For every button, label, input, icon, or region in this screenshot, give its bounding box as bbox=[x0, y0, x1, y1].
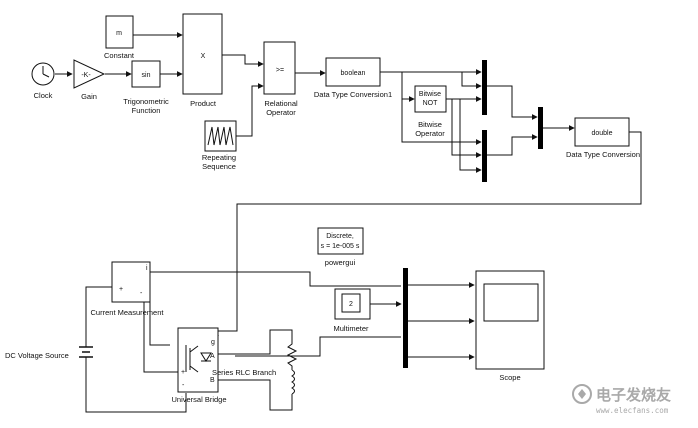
trig-label-line1: Trigonometric bbox=[123, 97, 169, 106]
relational-symbol: >= bbox=[276, 67, 284, 74]
mux2-bar[interactable] bbox=[482, 130, 487, 182]
watermark-main: 电子发烧友 bbox=[596, 386, 671, 404]
repeating-label-line1: Repeating bbox=[202, 153, 236, 162]
repeating-label-line2: Sequence bbox=[202, 162, 236, 171]
product-label: Product bbox=[190, 99, 217, 108]
mux3-bar[interactable] bbox=[538, 107, 543, 149]
mux4-bar[interactable] bbox=[403, 268, 408, 368]
trig-label-line2: Function bbox=[132, 106, 161, 115]
power-lines bbox=[85, 271, 475, 413]
dtc-value: double bbox=[591, 130, 612, 137]
bridge-a: A bbox=[210, 353, 215, 360]
multimeter-label: Multimeter bbox=[333, 324, 369, 333]
cm-minus: - bbox=[140, 290, 143, 297]
powergui-line1: Discrete, bbox=[326, 233, 354, 240]
powergui-line2: s = 1e-005 s bbox=[321, 243, 360, 250]
scope-block[interactable]: Scope bbox=[475, 270, 545, 382]
sawtooth-icon bbox=[207, 126, 234, 146]
dc-voltage-source-block[interactable]: DC Voltage Source bbox=[5, 346, 93, 360]
bridge-g: g bbox=[211, 339, 215, 346]
dtc1-label: Data Type Conversion1 bbox=[314, 90, 392, 99]
bridge-plus: + bbox=[181, 369, 185, 376]
constant-block[interactable]: m Constant bbox=[104, 15, 135, 60]
multimeter-block[interactable]: 2 Multimeter bbox=[333, 288, 371, 333]
bridge-b: B bbox=[210, 377, 215, 384]
product-symbol: X bbox=[201, 53, 206, 60]
clock-block[interactable]: Clock bbox=[31, 62, 55, 100]
constant-value: m bbox=[116, 30, 122, 37]
signal-lines bbox=[55, 32, 642, 341]
dc-source-label: DC Voltage Source bbox=[5, 351, 69, 360]
relational-label-line2: Operator bbox=[266, 108, 296, 117]
bitwise-label-line1: Bitwise bbox=[418, 120, 442, 129]
bitwise-text-line2: NOT bbox=[423, 100, 439, 107]
relational-operator-block[interactable]: >= Relational Operator bbox=[263, 41, 298, 117]
relational-label-line1: Relational bbox=[264, 99, 298, 108]
bridge-minus: - bbox=[182, 382, 185, 389]
trig-function-block[interactable]: sin Trigonometric Function bbox=[123, 60, 169, 115]
gain-label: Gain bbox=[81, 92, 97, 101]
cm-label: Current Measurement bbox=[91, 308, 165, 317]
mux1-bar[interactable] bbox=[482, 60, 487, 115]
gain-block[interactable]: -K- Gain bbox=[73, 59, 106, 101]
current-measurement-block[interactable]: + - i Current Measurement bbox=[91, 261, 165, 317]
series-rlc-branch-block[interactable]: Series RLC Branch bbox=[212, 340, 298, 400]
repeating-sequence-block[interactable]: Repeating Sequence bbox=[202, 120, 237, 171]
rlc-label: Series RLC Branch bbox=[212, 368, 276, 377]
trig-value: sin bbox=[142, 72, 151, 79]
powergui-label: powergui bbox=[325, 258, 356, 267]
dtc1-block[interactable]: boolean Data Type Conversion1 bbox=[314, 57, 392, 99]
resistor-icon bbox=[286, 340, 298, 370]
multimeter-value: 2 bbox=[349, 301, 353, 308]
universal-bridge-block[interactable]: g A B + - Universal Bridge bbox=[171, 327, 227, 404]
constant-label: Constant bbox=[104, 51, 135, 60]
bitwise-operator-block[interactable]: Bitwise NOT Bitwise Operator bbox=[414, 85, 447, 138]
watermark-logo-icon bbox=[572, 384, 592, 404]
inductor-icon bbox=[291, 369, 295, 395]
bitwise-label-line2: Operator bbox=[415, 129, 445, 138]
cm-plus: + bbox=[119, 286, 123, 293]
dtc-label: Data Type Conversion bbox=[566, 150, 640, 159]
clock-label: Clock bbox=[34, 91, 53, 100]
gain-value: -K- bbox=[81, 72, 91, 79]
bridge-label: Universal Bridge bbox=[171, 395, 226, 404]
dtc1-value: boolean bbox=[341, 70, 366, 77]
powergui-block[interactable]: Discrete, s = 1e-005 s powergui bbox=[317, 227, 364, 267]
dtc-block[interactable]: double Data Type Conversion bbox=[566, 117, 640, 159]
cm-port-i: i bbox=[146, 265, 148, 272]
scope-label: Scope bbox=[499, 373, 520, 382]
product-block[interactable]: X Product bbox=[182, 13, 223, 108]
watermark-url: www.elecfans.com bbox=[596, 406, 669, 415]
watermark: 电子发烧友 www.elecfans.com bbox=[572, 384, 671, 415]
bitwise-text-line1: Bitwise bbox=[419, 91, 441, 98]
